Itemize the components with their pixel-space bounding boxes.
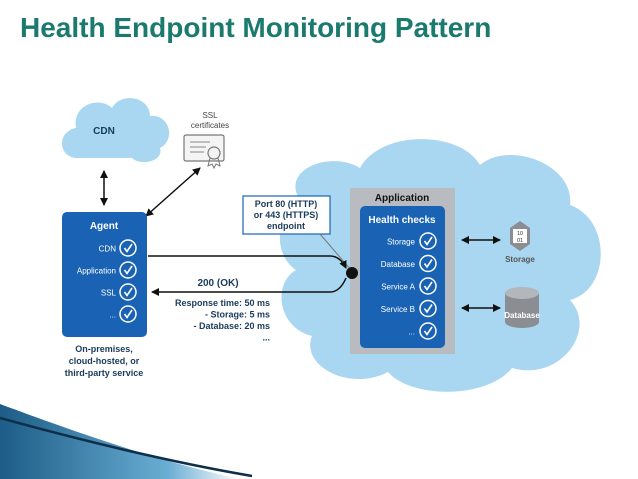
cdn-label: CDN	[93, 126, 115, 137]
health-checks-box	[360, 206, 445, 348]
agent-item-label: Application	[77, 267, 116, 276]
health-check-item-label: ...	[408, 328, 415, 337]
check-icon	[119, 283, 137, 301]
agent-caption-line: third-party service	[65, 368, 144, 378]
agent-item-label: SSL	[101, 289, 117, 298]
ssl-label-1: SSL	[202, 111, 218, 120]
check-icon	[419, 322, 437, 340]
health-check-item: Database	[381, 254, 437, 273]
application-panel: Application Health checks StorageDatabas…	[350, 188, 455, 354]
response-line: - Storage: 5 ms	[205, 310, 270, 320]
request-arrow	[148, 255, 347, 269]
storage-label: Storage	[505, 255, 535, 264]
health-check-item-label: Service A	[381, 283, 415, 292]
agent-box: Agent CDN ApplicationSSL...	[62, 212, 147, 337]
endpoint-line: or 443 (HTTPS)	[254, 210, 319, 220]
health-check-item-label: Database	[381, 260, 416, 269]
application-title: Application	[375, 193, 429, 204]
agent-item: CDN	[99, 239, 137, 257]
ssl-certificate: SSL certificates	[183, 111, 229, 170]
response-line: Response time: 50 ms	[175, 298, 270, 308]
check-icon	[419, 232, 437, 250]
storage-icon: 10 01 Storage	[505, 221, 535, 264]
agent-item: Application	[77, 261, 137, 279]
endpoint-dot	[346, 267, 358, 279]
ssl-label-2: certificates	[191, 121, 229, 130]
health-check-item-label: Storage	[387, 238, 416, 247]
agent-item: ...	[109, 305, 137, 323]
agent-item: SSL	[101, 283, 137, 301]
check-icon	[419, 277, 437, 295]
endpoint-line: endpoint	[267, 221, 305, 231]
health-check-item: Service B	[381, 299, 437, 318]
database-label: Database	[504, 311, 540, 320]
health-check-item: ...	[408, 322, 437, 340]
check-icon	[119, 305, 137, 323]
page-title: Health Endpoint Monitoring Pattern	[20, 12, 492, 43]
database-icon: Database	[504, 287, 540, 328]
endpoint-line: Port 80 (HTTP)	[255, 199, 318, 209]
health-check-item: Service A	[381, 277, 437, 295]
agent-item-label: ...	[109, 311, 116, 320]
cdn-cloud: CDN	[61, 98, 170, 163]
response-line: ...	[262, 333, 270, 343]
agent-caption-line: cloud-hosted, or	[69, 356, 140, 366]
health-check-item: Storage	[387, 232, 437, 250]
agent-caption: On-premises, cloud-hosted, or third-party …	[65, 344, 144, 378]
check-icon	[119, 239, 137, 257]
svg-text:01: 01	[517, 238, 523, 244]
check-icon	[419, 254, 437, 273]
check-icon	[119, 261, 137, 279]
svg-text:10: 10	[517, 231, 523, 237]
check-icon	[419, 299, 437, 318]
ssl-agent-arrow	[145, 167, 201, 217]
endpoint-callout: Port 80 (HTTP)or 443 (HTTPS)endpoint	[242, 195, 352, 271]
agent-title: Agent	[90, 221, 119, 232]
agent-caption-line: On-premises,	[75, 344, 133, 354]
health-checks-title: Health checks	[368, 215, 436, 226]
response-arrow	[151, 277, 347, 296]
response-status: 200 (OK)	[197, 278, 238, 289]
agent-item-label: CDN	[99, 245, 117, 254]
response-line: - Database: 20 ms	[193, 321, 270, 331]
response-details: Response time: 50 ms - Storage: 5 ms- Dat…	[175, 298, 270, 343]
health-check-item-label: Service B	[381, 305, 415, 314]
decorative-swoosh	[0, 404, 253, 479]
